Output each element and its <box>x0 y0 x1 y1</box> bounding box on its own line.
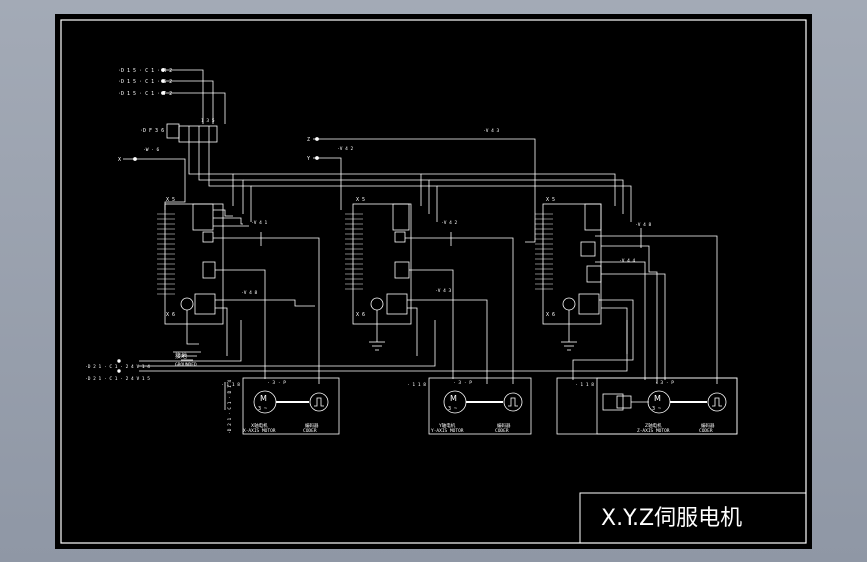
terminal-dot <box>161 91 165 95</box>
motor-label: Z-AXIS MOTOR <box>637 428 670 434</box>
driver-signal-label: ·V 4 4 <box>619 258 636 264</box>
terminal-dot <box>161 79 165 83</box>
encoder-symbol <box>503 392 523 412</box>
encoder-label: CODER <box>303 428 317 434</box>
breaker-handle <box>166 123 180 139</box>
driver-x5-label: X 5 <box>546 197 555 203</box>
ground-symbol <box>562 297 576 311</box>
wire-r <box>163 69 204 124</box>
x-input-label: X <box>118 157 121 163</box>
x-input-tag: ·W · 6 <box>143 147 160 153</box>
driver-pin-rows <box>157 213 175 295</box>
motor-box <box>242 377 340 435</box>
encoder-label: CODER <box>495 428 509 434</box>
grounded-label: GROUNDED <box>175 362 197 368</box>
motor-label: X-AXIS MOTOR <box>243 428 276 434</box>
wire-t <box>163 92 226 124</box>
wire-s <box>163 80 214 124</box>
motor-label-cn: Y轴电机 <box>438 422 456 429</box>
motor-cable: · 3 · P <box>655 380 674 386</box>
motor-label: Y-AXIS MOTOR <box>431 428 464 434</box>
ground-symbol <box>370 297 384 311</box>
y-input-label: Y <box>307 156 310 162</box>
motor-z-group: · 1 1 8 · 3 · P M 3 ~ Z轴电机 Z-AXIS MOTOR … <box>556 377 738 435</box>
motor-m: M <box>260 394 267 403</box>
driver-x6-label: X 6 <box>356 312 365 318</box>
drawing-sheet: ·D 1 5 · C 1 · R 2 ·D 1 5 · C 1 · S 2 ·D… <box>55 14 812 549</box>
breaker-pins: 1 3 5 <box>201 118 215 124</box>
motor-pin: · 1 1 8 <box>407 382 426 388</box>
motor-phase: 3 ~ <box>448 406 457 412</box>
motor-box <box>428 377 532 435</box>
ground-cn-label: 接地 <box>175 352 187 360</box>
driver-signal-label: ·V 4 8 <box>241 290 258 296</box>
motor-label-cn: X轴电机 <box>251 422 268 429</box>
motor-x-group: · 1 1 8 · 3 · P M 3 ~ X轴电机 X-AXIS MOTOR … <box>221 377 340 435</box>
driver-x6-label: X 6 <box>546 312 555 318</box>
servo-driver-z: X 5 X 6 ·V 4 8 ·V 4 4 <box>535 197 718 384</box>
motor-m: M <box>450 394 457 403</box>
motor-m: M <box>654 394 661 403</box>
title-block-frame <box>579 492 807 544</box>
feedback-line2: ·D 2 1 · C 1 · 2 4 V 1 5 <box>85 376 150 382</box>
feedback-lines: ·D 2 1 · C 1 · 2 4 V 1 4 ·D 2 1 · C 1 · … <box>85 320 628 434</box>
servo-driver-x: X 5 X 6 ·V 4 1 ·V 4 8 <box>157 197 320 384</box>
driver-signal-label: ·V 4 8 <box>635 222 652 228</box>
driver-x6-label: X 6 <box>166 312 175 318</box>
encoder-label-cn: 编码器 <box>701 422 715 429</box>
title-block: X.Y.Z伺服电机 <box>579 492 807 544</box>
driver-x5-label: X 5 <box>356 197 365 203</box>
encoder-label-cn: 编码器 <box>305 422 319 429</box>
encoder-symbol <box>309 392 329 412</box>
driver-signal-label: ·V 4 1 <box>251 220 268 226</box>
servo-driver-y: X 5 X 6 ·V 4 2 ·V 4 3 <box>345 197 514 384</box>
driver-signal-label: ·V 4 3 <box>435 288 452 294</box>
driver-x5-label: X 5 <box>166 197 175 203</box>
motor-cable: · 3 · P <box>267 380 286 386</box>
ground-block: 接地 GROUNDED <box>173 310 201 368</box>
motor-cable: · 3 · P <box>453 380 472 386</box>
drawing-title: X.Y.Z伺服电机 <box>601 506 742 531</box>
svg-text:·V 4 2: ·V 4 2 <box>337 146 354 152</box>
encoder-symbol <box>707 392 727 412</box>
terminal-dot <box>161 68 165 72</box>
power-label-s: ·D 1 5 · C 1 · S 2 <box>118 79 172 85</box>
power-input-group: ·D 1 5 · C 1 · R 2 ·D 1 5 · C 1 · S 2 ·D… <box>118 68 632 243</box>
wiring-diagram: ·D 1 5 · C 1 · R 2 ·D 1 5 · C 1 · S 2 ·D… <box>60 19 807 544</box>
breaker-label: ·D F 3 6 <box>140 128 164 134</box>
feedback-vertical: ·D 2 1 · C 1 · D 1 4 <box>227 380 233 434</box>
encoder-label: CODER <box>699 428 713 434</box>
breaker-box <box>178 125 218 143</box>
motor-label-cn: Z轴电机 <box>645 422 662 429</box>
driver-signal-label: ·V 4 2 <box>441 220 458 226</box>
brake-box <box>602 393 624 411</box>
motor-phase: 3 ~ <box>652 406 661 412</box>
encoder-label-cn: 编码器 <box>497 422 511 429</box>
power-label-t: ·D 1 5 · C 1 · T 2 <box>118 91 172 97</box>
motor-y-group: · 1 1 8 · 3 · P M 3 ~ Y轴电机 Y-AXIS MOTOR … <box>407 377 532 435</box>
power-label-r: ·D 1 5 · C 1 · R 2 <box>118 68 172 74</box>
feedback-line1: ·D 2 1 · C 1 · 2 4 V 1 4 <box>85 364 150 370</box>
drawing-frame <box>60 19 807 544</box>
z-input-label: Z <box>307 137 310 143</box>
motor-pin: · 1 1 8 <box>575 382 594 388</box>
ground-symbol <box>180 297 194 311</box>
svg-text:·V 4 3: ·V 4 3 <box>483 128 500 134</box>
motor-pin: · 1 1 8 <box>221 382 240 388</box>
motor-phase: 3 ~ <box>258 406 267 412</box>
